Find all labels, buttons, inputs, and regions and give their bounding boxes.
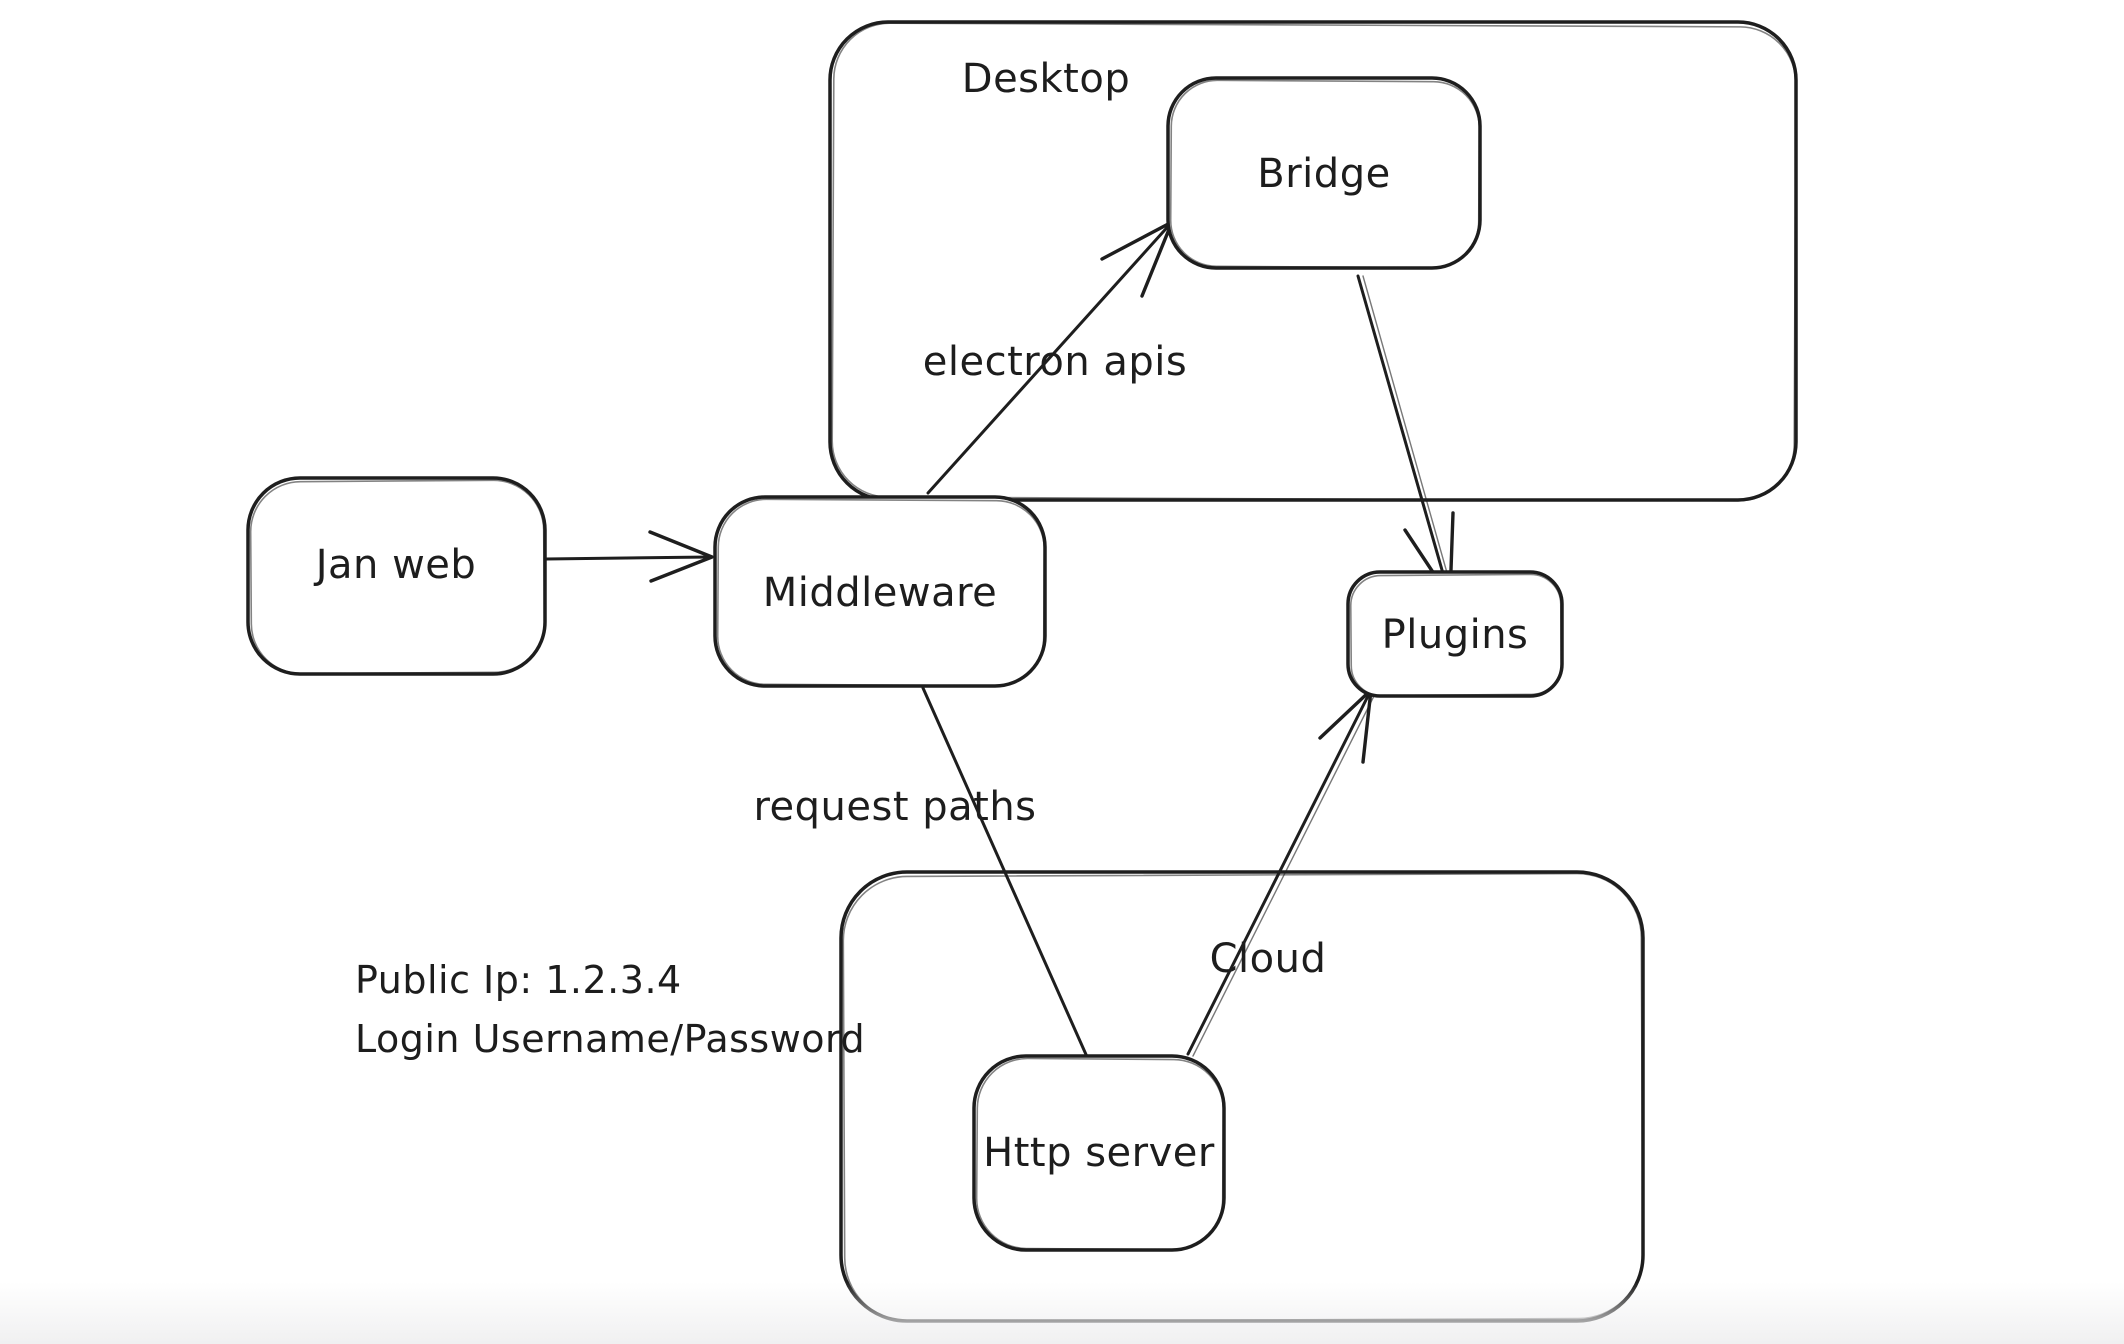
edge-middleware-to-bridge[interactable]: electron apis <box>923 220 1187 495</box>
node-middleware-box[interactable] <box>713 495 1047 688</box>
container-desktop-box-sketch <box>831 22 1797 502</box>
edge-label-request-paths: request paths <box>753 784 1036 830</box>
node-middleware[interactable]: Middleware <box>713 495 1047 688</box>
node-plugins[interactable]: Plugins <box>1346 570 1564 698</box>
container-desktop-box[interactable] <box>828 20 1798 502</box>
node-middleware-box-sketch <box>716 498 1046 687</box>
node-plugins-box-sketch <box>1349 573 1563 697</box>
node-bridge-label: Bridge <box>1257 151 1390 197</box>
node-bridge-box[interactable] <box>1166 76 1482 270</box>
edge-bridge-to-plugins-line-sketch <box>1362 275 1454 595</box>
node-http-server-label: Http server <box>983 1130 1215 1176</box>
edge-middleware-to-httpserver[interactable]: request paths <box>753 686 1094 1070</box>
node-jan-web-label: Jan web <box>313 542 477 588</box>
node-bridge[interactable]: Bridge <box>1166 76 1482 270</box>
node-bridge-box-sketch <box>1169 79 1481 269</box>
node-jan-web[interactable]: Jan web <box>246 476 547 676</box>
annotation-login: Login Username/Password <box>355 1017 865 1061</box>
edge-label-electron-apis: electron apis <box>923 339 1187 385</box>
node-jan-web-box[interactable] <box>246 476 547 676</box>
node-http-server-box-sketch <box>975 1057 1225 1251</box>
edge-httpserver-to-plugins-line[interactable] <box>1186 688 1373 1056</box>
container-desktop[interactable]: Desktop <box>828 20 1798 502</box>
container-desktop-label: Desktop <box>962 56 1130 102</box>
node-plugins-label: Plugins <box>1382 612 1529 658</box>
edge-janweb-to-middleware-arrowhead <box>648 530 714 583</box>
edge-janweb-to-middleware-line[interactable] <box>544 555 712 561</box>
node-middleware-label: Middleware <box>763 570 998 616</box>
edge-middleware-to-httpserver-line[interactable] <box>921 686 1094 1070</box>
edge-httpserver-to-plugins-line-sketch <box>1192 693 1376 1057</box>
edge-middleware-to-bridge-line[interactable] <box>926 220 1174 495</box>
node-http-server[interactable]: Http server <box>972 1054 1226 1252</box>
edge-bridge-to-plugins[interactable] <box>1356 274 1455 600</box>
annotation-credentials: Public Ip: 1.2.3.4 Login Username/Passwo… <box>355 958 865 1061</box>
edge-janweb-to-middleware[interactable] <box>544 530 714 583</box>
node-plugins-box[interactable] <box>1346 570 1564 698</box>
node-jan-web-box-sketch <box>249 479 546 675</box>
edge-bridge-to-plugins-line[interactable] <box>1356 274 1452 600</box>
annotation-public-ip: Public Ip: 1.2.3.4 <box>355 958 682 1002</box>
node-http-server-box[interactable] <box>972 1054 1226 1252</box>
container-cloud[interactable]: Cloud <box>839 870 1645 1323</box>
